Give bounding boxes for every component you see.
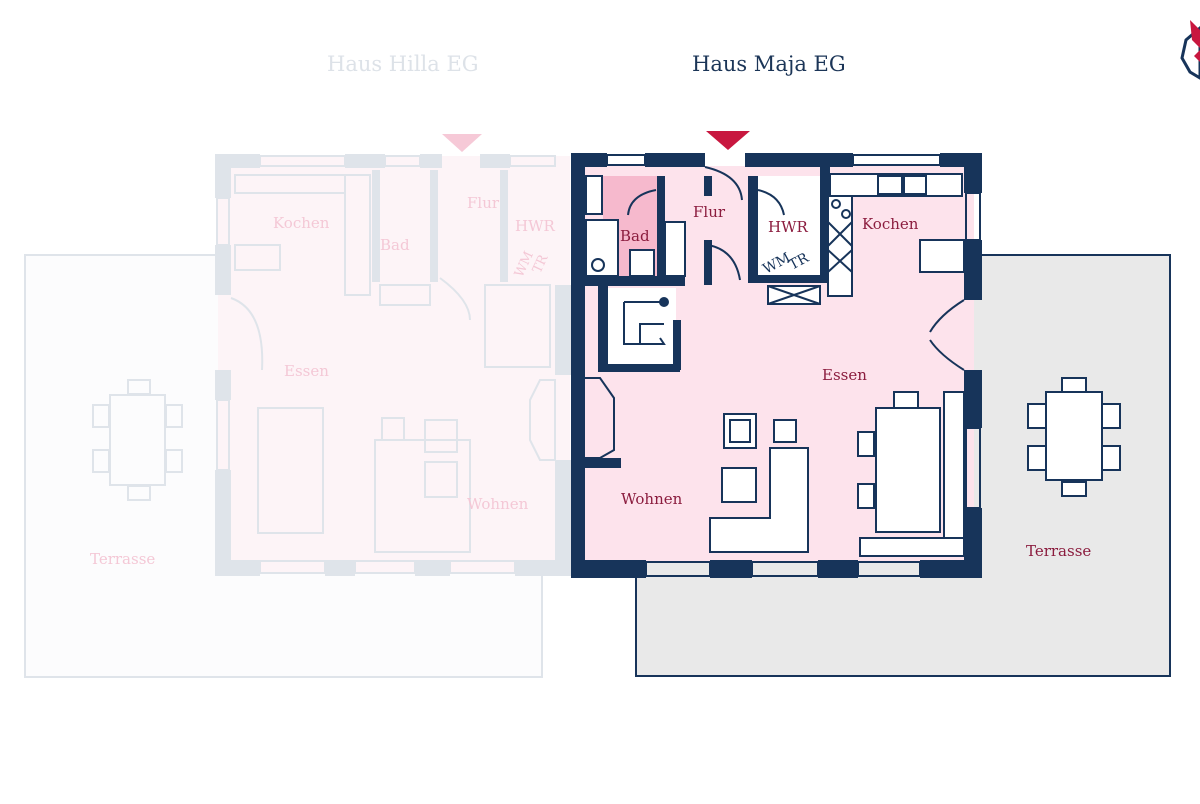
hilla-label-wohnen: Wohnen bbox=[467, 495, 529, 513]
hilla-furniture bbox=[92, 174, 556, 553]
maja-label-essen: Essen bbox=[822, 366, 867, 384]
maja-walls bbox=[571, 153, 982, 578]
hilla-label-flur: Flur bbox=[467, 194, 500, 212]
maja-entrance-marker bbox=[706, 131, 750, 150]
haus-maja-plan: Bad Flur HWR Kochen Essen Wohnen Terrass… bbox=[571, 131, 1171, 677]
tab-haus-maja-eg[interactable]: Haus Maja EG bbox=[692, 52, 846, 76]
haus-hilla-plan: Kochen Bad Flur HWR WM TR Essen Wohnen T… bbox=[24, 134, 571, 678]
maja-windows bbox=[606, 154, 981, 577]
hilla-floor bbox=[218, 156, 570, 574]
hilla-entrance-marker bbox=[442, 134, 482, 152]
maja-label-terrasse: Terrasse bbox=[1026, 542, 1091, 560]
maja-furniture bbox=[582, 173, 1121, 557]
hilla-label-essen: Essen bbox=[284, 362, 329, 380]
maja-doors bbox=[627, 166, 965, 371]
fox-logo-icon bbox=[1180, 20, 1200, 80]
hilla-label-bad: Bad bbox=[380, 236, 410, 254]
hilla-label-terrasse: Terrasse bbox=[90, 550, 155, 568]
maja-label-kochen: Kochen bbox=[862, 215, 919, 233]
hilla-walls bbox=[215, 154, 571, 576]
hilla-label-kochen: Kochen bbox=[273, 214, 330, 232]
hilla-label-hwr: HWR bbox=[515, 217, 555, 235]
maja-label-wohnen: Wohnen bbox=[621, 490, 683, 508]
maja-label-hwr: HWR bbox=[768, 218, 808, 236]
maja-label-flur: Flur bbox=[693, 203, 726, 221]
maja-label-bad: Bad bbox=[620, 227, 650, 245]
hilla-windows bbox=[216, 155, 556, 574]
tab-haus-hilla-eg[interactable]: Haus Hilla EG bbox=[327, 52, 479, 76]
